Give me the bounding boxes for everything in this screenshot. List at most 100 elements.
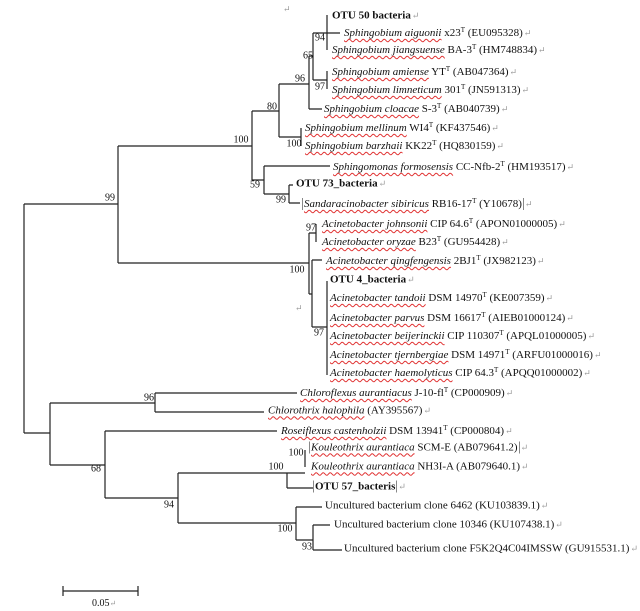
accession-number: (HQ830159) <box>436 140 496 152</box>
species-name: Acinetobacter tjernbergiae <box>330 349 449 361</box>
taxon-name: OTU 4_bacteria <box>330 273 407 286</box>
species-name: Sphingobium aiguonii <box>344 27 442 39</box>
leaf-label-content: Chlorothrix halophila (AY395567) <box>268 405 422 417</box>
leaf-label-content: Sphingobium aiguonii x23T (EU095328) <box>344 26 523 39</box>
leaf-label: Acinetobacter qingfengensis 2BJ1T (JX982… <box>326 252 544 268</box>
bootstrap-value: 65 <box>303 50 313 62</box>
accession-number: (JX982123) <box>480 255 536 267</box>
species-name: Acinetobacter qingfengensis <box>326 255 451 267</box>
accession-number: (HM193517) <box>504 161 566 173</box>
type-strain-mark: T <box>481 311 486 319</box>
accession-number: (AB079641.2) <box>450 441 518 454</box>
bootstrap-value: 100 <box>286 138 302 150</box>
strain-id: B23 <box>415 236 437 248</box>
taxon-name: Uncultured bacterium clone 10346 (KU1074… <box>334 518 555 531</box>
branch <box>118 233 310 294</box>
leaf-label-content: Uncultured bacterium clone 10346 (KU1074… <box>334 519 554 531</box>
type-strain-mark: T <box>468 217 474 225</box>
branch <box>50 392 297 413</box>
leaf-label-content: Sphingobium mellinum WI4T (KF437546) <box>305 121 490 134</box>
bootstrap-value: 100 <box>233 134 249 146</box>
strain-id: SCM-E <box>414 441 451 454</box>
strain-id: 2BJ1 <box>450 255 477 267</box>
branch <box>309 224 317 242</box>
type-strain-mark: T <box>471 43 477 51</box>
bootstrap-value: 68 <box>91 463 101 475</box>
leaf-label: OTU 4_bacteria <box>330 274 415 287</box>
leaf-label: Acinetobacter johnsonii CIP 64.6T (APON0… <box>322 215 566 231</box>
branch <box>279 56 322 110</box>
strain-id: CC-Nfb-2 <box>453 161 501 173</box>
branch <box>24 403 51 465</box>
species-name: Acinetobacter haemolyticus <box>330 367 453 379</box>
species-name: Acinetobacter tandoii <box>330 292 426 304</box>
species-name: Chlorothrix halophila <box>268 404 365 417</box>
leaf-label: Uncultured bacterium clone F5K2Q4C04IMSS… <box>344 543 638 556</box>
branch <box>118 111 253 180</box>
leaf-label-content: Sphingobium barzhaii KK22T (HQ830159) <box>305 139 496 152</box>
leaf-label: Acinetobacter tandoii DSM 14970T (KE0073… <box>330 289 553 305</box>
type-strain-mark: T <box>443 386 449 394</box>
species-name: Sphingobium amiense <box>332 66 429 78</box>
branch <box>50 430 277 498</box>
leaf-label-content: Sphingobium cloacae S-3T (AB040739) <box>324 102 500 115</box>
bootstrap-value: 96 <box>144 392 154 404</box>
scale-bar <box>62 586 139 596</box>
leaf-label: Acinetobacter haemolyticus CIP 64.3T (AP… <box>330 364 591 380</box>
taxon-name: OTU 73_bacteria <box>296 177 378 190</box>
species-name: Acinetobacter johnsonii <box>322 218 428 230</box>
leaf-label-content: OTU 57_bacteris <box>313 480 398 493</box>
leaf-label: Sphingobium amiense YTT (AB047364) <box>332 63 517 79</box>
species-name: Acinetobacter oryzae <box>322 236 416 248</box>
branch <box>313 15 340 50</box>
paragraph-mark: ↵ <box>295 303 303 313</box>
leaf-label-content: Chloroflexus aurantiacus J-10-flT (CP000… <box>300 386 505 399</box>
type-strain-mark: T <box>505 348 510 356</box>
leaf-label: Chloroflexus aurantiacus J-10-flT (CP000… <box>300 384 513 400</box>
bootstrap-value: 59 <box>250 179 260 191</box>
bootstrap-value: 99 <box>276 194 286 206</box>
leaf-label: Kouleothrix aurantiaca NH3I-A (AB079640.… <box>311 461 529 474</box>
leaf-label: OTU 50 bacteria <box>332 10 419 23</box>
branch <box>252 84 280 137</box>
species-name: Sphingobium jiangsuense <box>332 44 445 56</box>
bootstrap-value: 100 <box>289 264 305 276</box>
strain-id: DSM 14971 <box>448 349 506 361</box>
type-strain-mark: T <box>500 160 505 168</box>
strain-id: WI4 <box>406 122 429 134</box>
leaf-label: Sphingomonas formosensis CC-Nfb-2T (HM19… <box>333 158 574 174</box>
accession-number: (CP000909) <box>448 387 505 399</box>
strain-id: BA-3 <box>444 44 472 56</box>
bootstrap-value: 97 <box>314 327 324 339</box>
leaf-label: Kouleothrix aurantiaca SCM-E (AB079641.2… <box>309 441 528 455</box>
branch <box>105 473 179 523</box>
branch <box>178 506 322 540</box>
species-name: Acinetobacter parvus <box>330 312 425 324</box>
bootstrap-value: 97 <box>306 222 316 234</box>
leaf-label: Sphingobium jiangsuense BA-3T (HM748834) <box>332 41 546 57</box>
leaf-label-content: Acinetobacter parvus DSM 16617T (AIEB010… <box>330 311 565 324</box>
strain-id: x23 <box>441 27 461 39</box>
leaf-label-content: Sphingobium limneticum 301T (JN591313) <box>332 83 521 96</box>
strain-id: DSM 14970 <box>425 292 483 304</box>
species-name: Sphingobium barzhaii <box>305 140 403 152</box>
accession-number: (CP000804) <box>447 425 505 437</box>
strain-id: CIP 110307 <box>444 330 500 342</box>
leaf-label-content: Kouleothrix aurantiaca SCM-E (AB079641.2… <box>309 441 520 454</box>
strain-id: S-3 <box>419 103 438 115</box>
leaf-label-content: Uncultured bacterium clone F5K2Q4C04IMSS… <box>344 543 629 555</box>
type-strain-mark: T <box>499 329 504 337</box>
branch <box>312 281 328 375</box>
species-name: Sphingobium limneticum <box>332 84 442 96</box>
leaf-label-content: Uncultured bacterium clone 6462 (KU10383… <box>325 500 540 512</box>
type-strain-mark: T <box>460 26 466 34</box>
leaf-label-content: Roseiflexus castenholzii DSM 13941T (CP0… <box>281 424 505 437</box>
branch <box>296 524 342 551</box>
leaf-label-content: Acinetobacter haemolyticus CIP 64.3T (AP… <box>330 366 582 379</box>
species-name: Kouleothrix aurantiaca <box>311 460 415 473</box>
type-strain-mark: T <box>493 366 499 374</box>
branch <box>24 146 119 263</box>
species-name: Roseiflexus castenholzii <box>281 425 387 437</box>
leaf-label-content: Kouleothrix aurantiaca NH3I-A (AB079640.… <box>311 461 520 473</box>
